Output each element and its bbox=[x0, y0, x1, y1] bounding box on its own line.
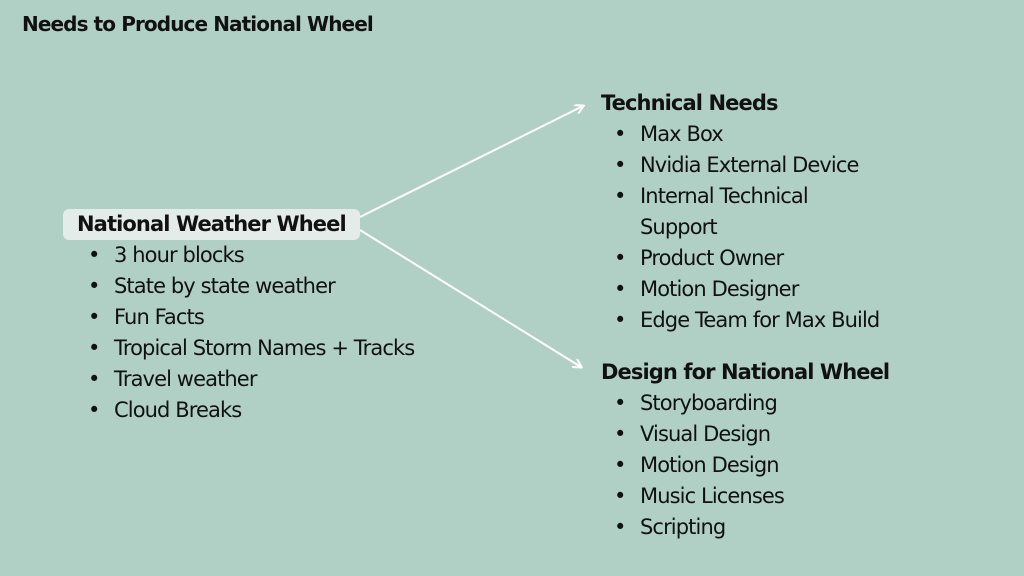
design-needs-list: Storyboarding Visual Design Motion Desig… bbox=[614, 388, 889, 543]
arrow-to-technical-needs bbox=[359, 106, 583, 218]
central-node-title: National Weather Wheel bbox=[63, 209, 360, 240]
list-item: Nvidia External Device bbox=[614, 150, 879, 181]
list-item: Motion Design bbox=[614, 450, 889, 481]
central-node: National Weather Wheel 3 hour blocks Sta… bbox=[63, 209, 415, 426]
central-node-list: 3 hour blocks State by state weather Fun… bbox=[88, 240, 415, 426]
list-item: Scripting bbox=[614, 512, 889, 543]
list-item: Motion Designer bbox=[614, 274, 879, 305]
list-item: Storyboarding bbox=[614, 388, 889, 419]
list-item: 3 hour blocks bbox=[88, 240, 414, 271]
page-title: Needs to Produce National Wheel bbox=[22, 12, 374, 36]
technical-needs-node: Technical Needs Max Box Nvidia External … bbox=[601, 88, 880, 336]
technical-needs-list: Max Box Nvidia External Device Internal … bbox=[614, 119, 880, 336]
design-needs-node: Design for National Wheel Storyboarding … bbox=[601, 357, 890, 543]
list-item: Product Owner bbox=[614, 243, 879, 274]
list-item: Max Box bbox=[614, 119, 879, 150]
design-needs-title: Design for National Wheel bbox=[601, 360, 890, 384]
list-item: Tropical Storm Names + Tracks bbox=[88, 333, 415, 364]
list-item: Visual Design bbox=[614, 419, 889, 450]
list-item: Travel weather bbox=[88, 364, 414, 395]
list-item: Fun Facts bbox=[88, 302, 414, 333]
list-item: Music Licenses bbox=[614, 481, 889, 512]
list-item: Edge Team for Max Build bbox=[614, 305, 880, 336]
list-item: State by state weather bbox=[88, 271, 414, 302]
technical-needs-title: Technical Needs bbox=[601, 91, 778, 115]
list-item: Internal Technical Support bbox=[614, 181, 850, 243]
list-item: Cloud Breaks bbox=[88, 395, 414, 426]
